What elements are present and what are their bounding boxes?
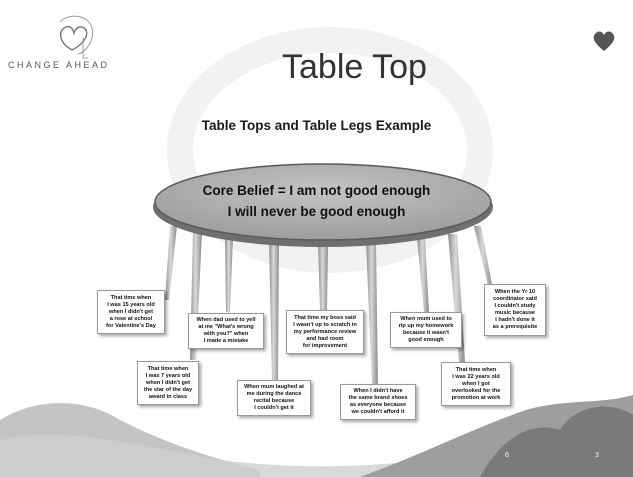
table-leg bbox=[474, 226, 493, 290]
tabletop-text: Core Belief = I am not good enough I wil… bbox=[0, 180, 633, 222]
leg-note-dance-recital: When mum laughed at me during the dance … bbox=[237, 380, 311, 416]
table-leg bbox=[366, 242, 378, 384]
logo-text: CHANGE AHEAD bbox=[8, 60, 110, 70]
leg-note-yr10-music: When the Yr 10 coordinator said I couldn… bbox=[484, 284, 546, 336]
watermark-ring bbox=[167, 27, 493, 273]
bottom-trees-right bbox=[480, 406, 633, 477]
table-leg bbox=[417, 238, 429, 312]
table-leg bbox=[225, 238, 233, 312]
logo: CHANGE AHEAD bbox=[8, 10, 138, 80]
leg-note-homework: When mum used to rip up my homework beca… bbox=[390, 312, 462, 348]
leg-note-brand-shoes: When I didn't have the same brand shoes … bbox=[340, 384, 416, 420]
core-belief-line-2: I will never be good enough bbox=[227, 204, 406, 219]
page-number-left: 6 bbox=[505, 452, 509, 459]
table-leg bbox=[165, 226, 177, 300]
diagram-heading: Table Tops and Table Legs Example bbox=[201, 118, 432, 133]
bottom-landscape-back bbox=[0, 434, 460, 477]
table-leg bbox=[269, 242, 279, 380]
leg-note-star-award: That time when I was 7 years old when I … bbox=[137, 361, 199, 405]
tabletop bbox=[154, 163, 492, 241]
table-leg bbox=[318, 244, 328, 310]
slide-title: Table Top bbox=[282, 48, 427, 86]
leg-note-valentines: That time when I was 15 years old when I… bbox=[97, 290, 165, 334]
heart-icon bbox=[593, 31, 615, 51]
leg-note-dad-yell: When dad used to yell at me "What's wron… bbox=[188, 313, 264, 349]
logo-heart-swirl-icon bbox=[59, 15, 94, 59]
leg-note-boss-review: That time my boss said I wasn't up to sc… bbox=[286, 310, 364, 354]
core-belief-line-1: Core Belief = I am not good enough bbox=[202, 183, 431, 198]
leg-note-promotion: That time when I was 22 years old when I… bbox=[441, 362, 511, 406]
page-number-right: 3 bbox=[595, 452, 599, 459]
